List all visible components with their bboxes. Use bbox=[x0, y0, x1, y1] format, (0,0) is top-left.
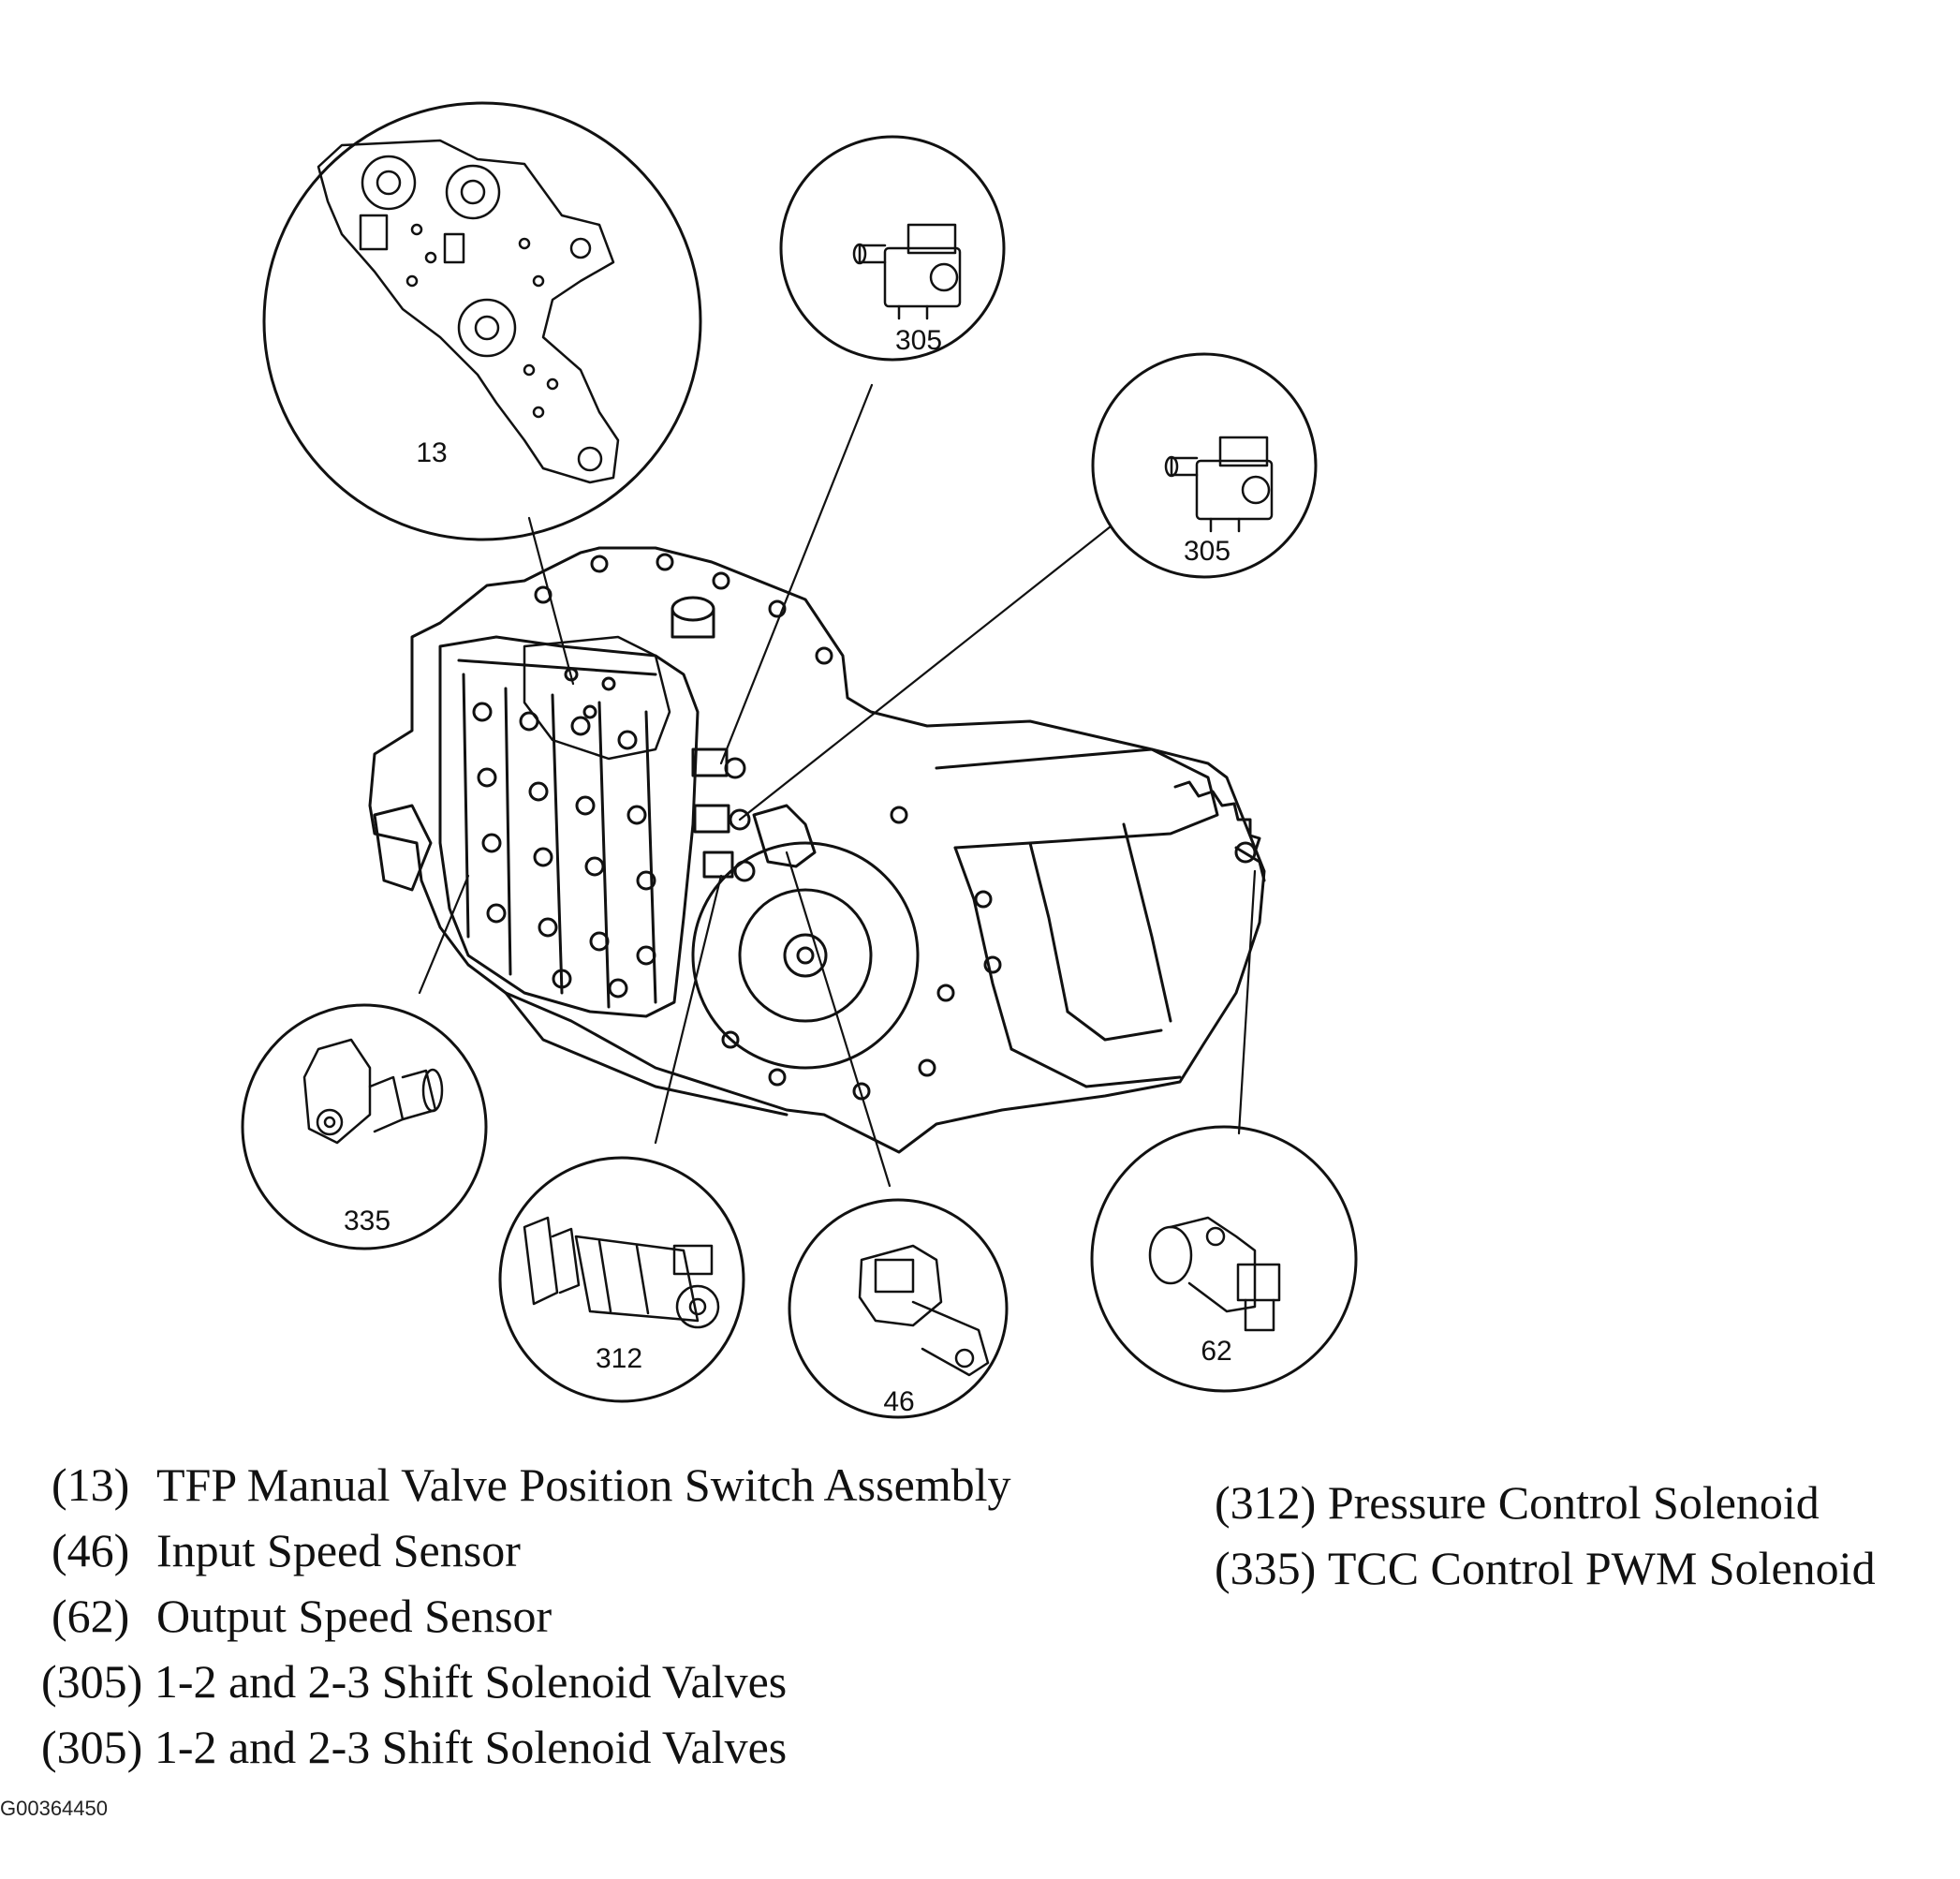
callout-number-312: 312 bbox=[596, 1343, 642, 1374]
shift-solenoid-icon bbox=[852, 223, 962, 320]
callout-62: 62 bbox=[1090, 1125, 1358, 1393]
legend-description: Input Speed Sensor bbox=[156, 1524, 521, 1576]
legend-description: Pressure Control Solenoid bbox=[1327, 1476, 1820, 1529]
legend-item-62: (62) Output Speed Sensor bbox=[52, 1589, 552, 1643]
callout-305-right: 305 bbox=[1091, 352, 1318, 579]
legend-code: (305) bbox=[41, 1721, 143, 1773]
transmission-assembly bbox=[368, 546, 1266, 1154]
legend-code: (46) bbox=[52, 1524, 130, 1576]
tfp-switch-plate-icon bbox=[317, 139, 620, 484]
callout-335: 335 bbox=[241, 1003, 488, 1250]
legend-code: (13) bbox=[52, 1458, 130, 1511]
input-speed-sensor-icon bbox=[858, 1244, 990, 1377]
legend-item-312: (312) Pressure Control Solenoid bbox=[1215, 1475, 1820, 1530]
leader-lines bbox=[418, 383, 1257, 1188]
callout-number-13: 13 bbox=[416, 437, 447, 468]
callout-number-335: 335 bbox=[344, 1206, 391, 1236]
callout-46: 46 bbox=[788, 1198, 1009, 1419]
legend-description: 1-2 and 2-3 Shift Solenoid Valves bbox=[154, 1655, 788, 1708]
figure-id: G00364450 bbox=[0, 1797, 108, 1820]
output-speed-sensor-icon bbox=[1148, 1216, 1281, 1332]
legend-description: 1-2 and 2-3 Shift Solenoid Valves bbox=[154, 1721, 788, 1773]
tcc-pwm-solenoid-icon bbox=[302, 1038, 444, 1145]
legend-item-305-b: (305) 1-2 and 2-3 Shift Solenoid Valves bbox=[41, 1720, 787, 1774]
legend-code: (335) bbox=[1215, 1542, 1317, 1594]
legend-code: (62) bbox=[52, 1590, 130, 1642]
callout-number-305-right: 305 bbox=[1184, 536, 1231, 567]
legend-description: TFP Manual Valve Position Switch Assembl… bbox=[156, 1458, 1011, 1511]
legend-code: (305) bbox=[41, 1655, 143, 1708]
callout-305-top: 305 bbox=[779, 135, 1006, 362]
legend-description: Output Speed Sensor bbox=[156, 1590, 553, 1642]
legend-item-335: (335) TCC Control PWM Solenoid bbox=[1215, 1541, 1876, 1595]
legend-item-305-a: (305) 1-2 and 2-3 Shift Solenoid Valves bbox=[41, 1654, 787, 1709]
shift-solenoid-icon bbox=[1164, 436, 1274, 533]
legend-item-46: (46) Input Speed Sensor bbox=[52, 1523, 521, 1577]
pressure-control-solenoid-icon bbox=[523, 1216, 720, 1329]
legend-item-13: (13) TFP Manual Valve Position Switch Ass… bbox=[52, 1457, 1011, 1512]
transmission-diagram: 13 305 bbox=[241, 101, 1358, 1419]
legend-code: (312) bbox=[1215, 1476, 1317, 1529]
legend-description: TCC Control PWM Solenoid bbox=[1327, 1542, 1876, 1594]
callout-312: 312 bbox=[498, 1156, 745, 1403]
callout-number-46: 46 bbox=[883, 1386, 914, 1417]
callout-13: 13 bbox=[262, 101, 702, 541]
callout-number-305-top: 305 bbox=[895, 325, 942, 356]
callout-number-62: 62 bbox=[1201, 1336, 1231, 1367]
